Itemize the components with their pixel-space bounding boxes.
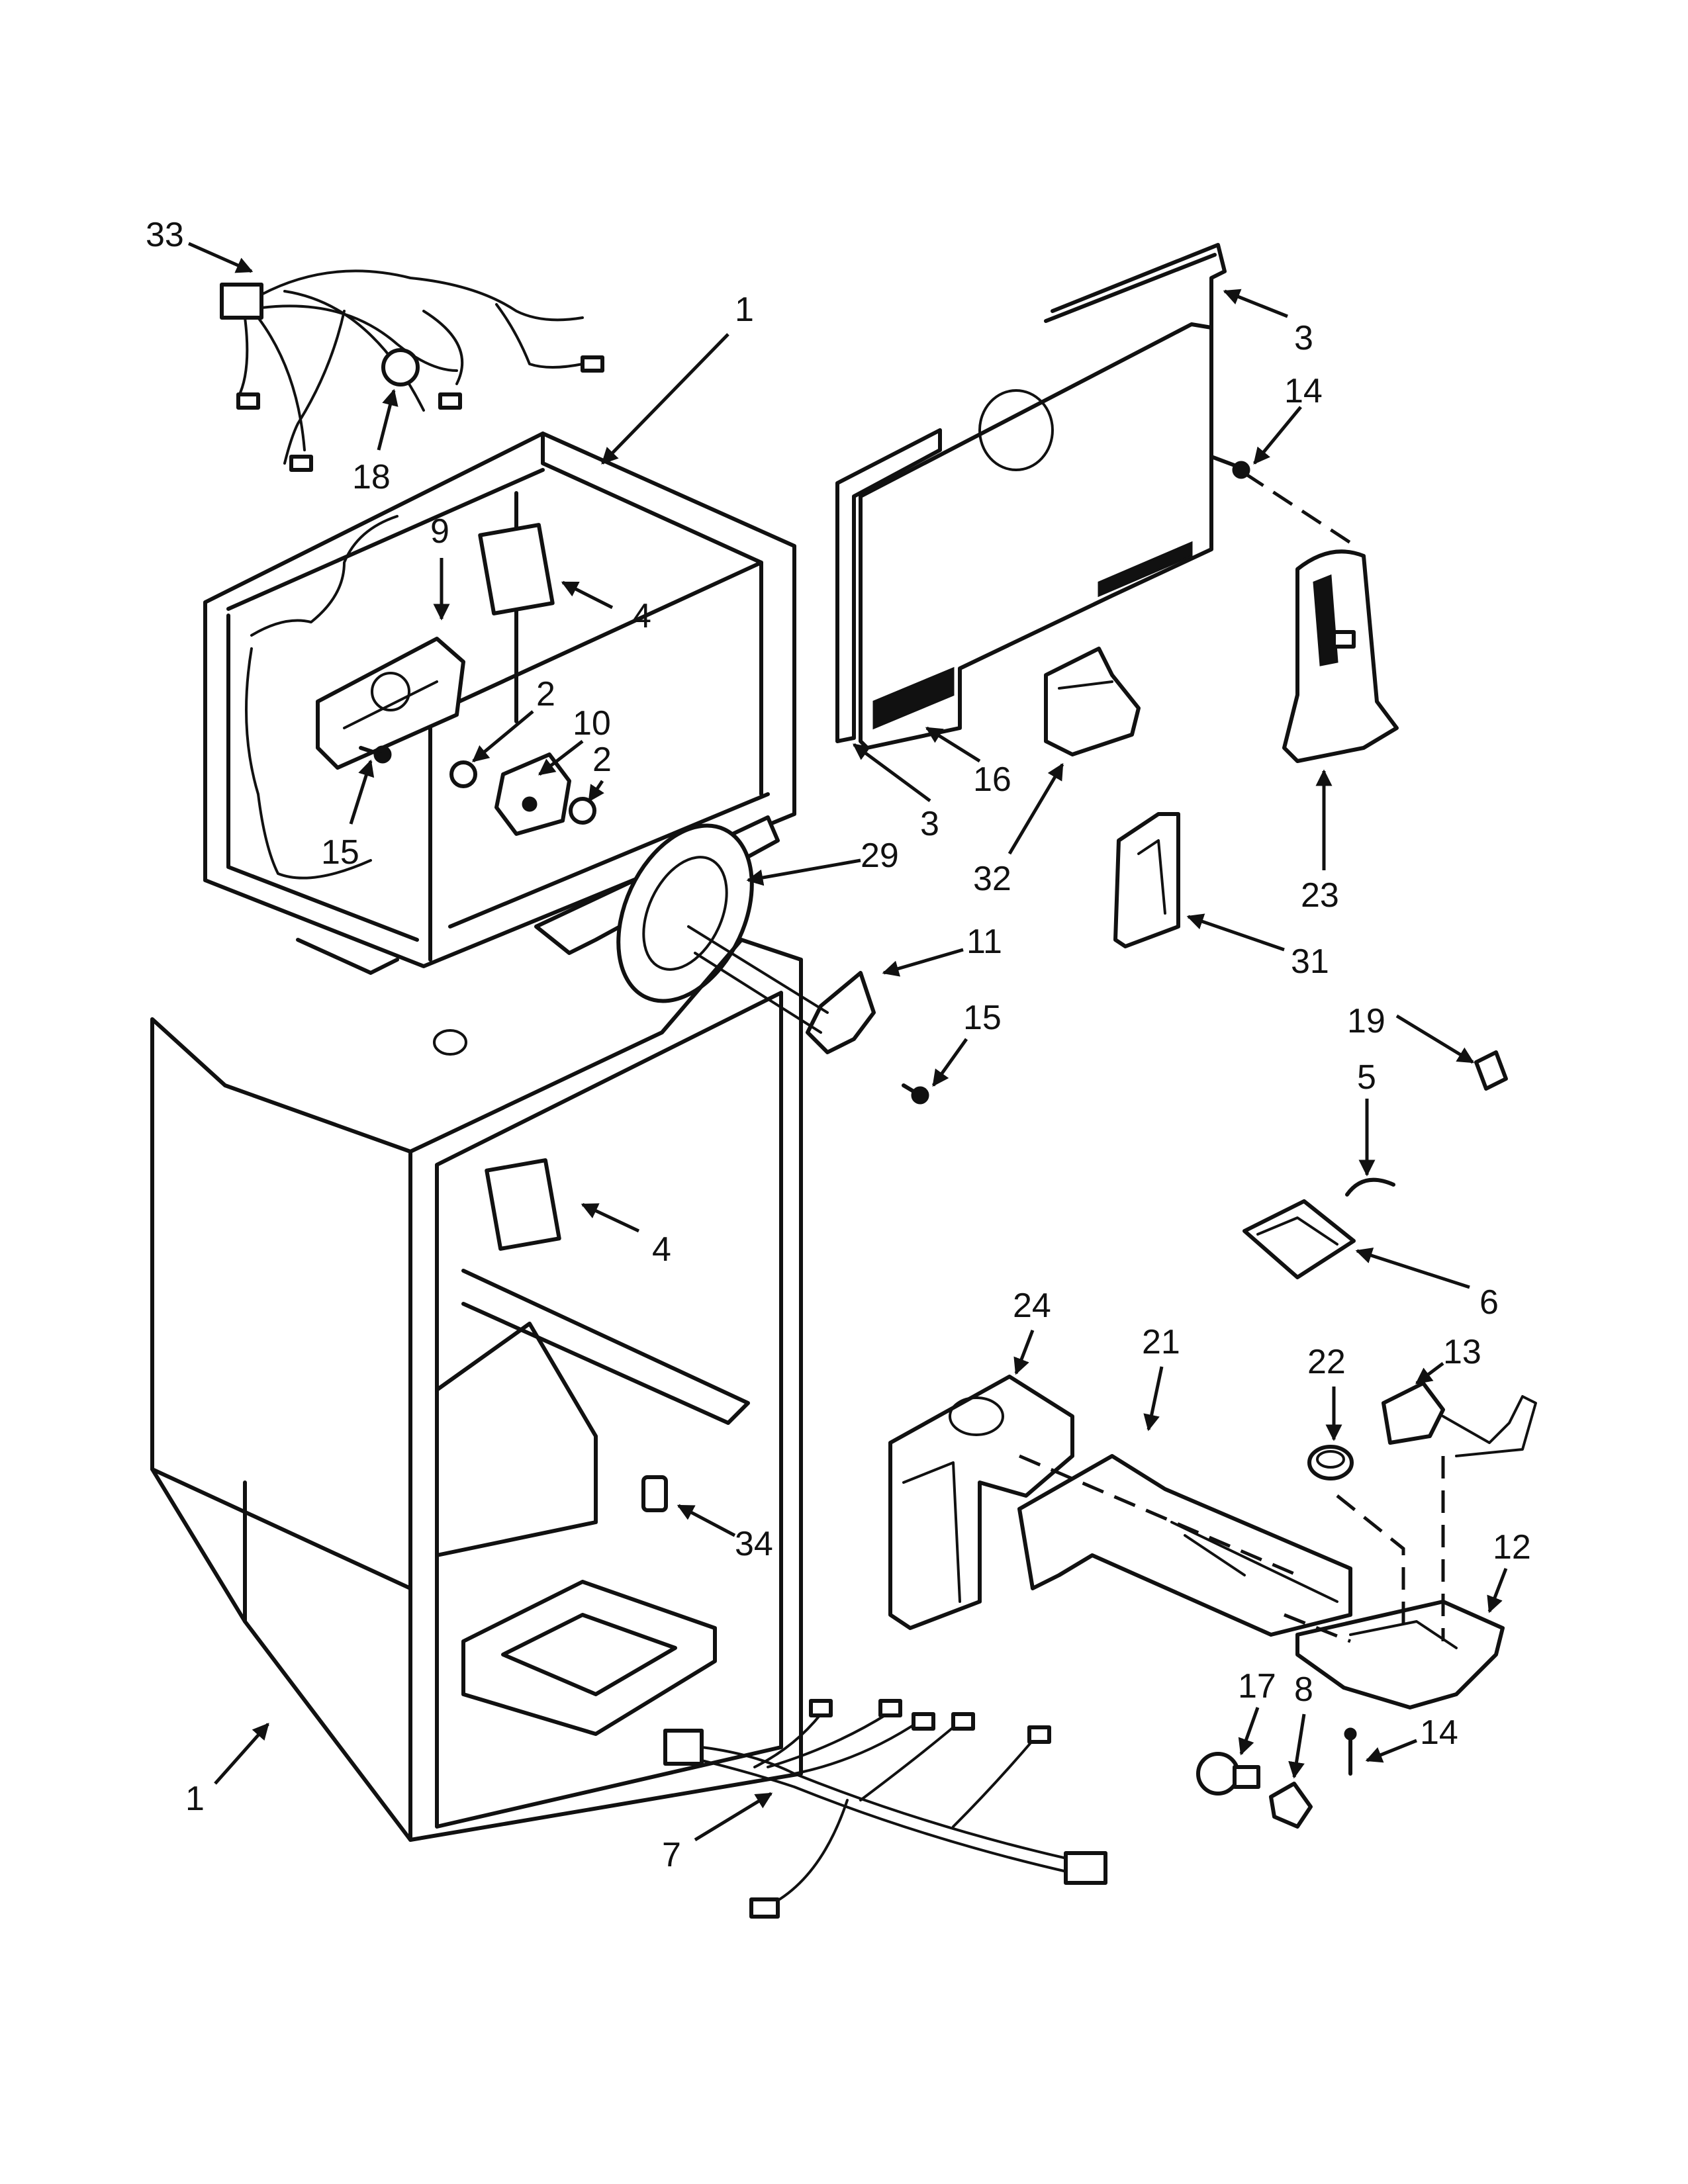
clip	[1345, 1177, 1395, 1197]
light-bulb	[1196, 1752, 1260, 1796]
callout-7: 7	[662, 1836, 681, 1874]
thermistor	[1474, 1050, 1508, 1091]
callout-1-lower: 1	[185, 1780, 205, 1818]
screw-14-lower	[1344, 1727, 1357, 1776]
callout-2-left: 2	[536, 675, 555, 713]
callout-9: 9	[430, 512, 449, 551]
screw-15-upper	[359, 745, 392, 764]
air-tower	[1282, 549, 1399, 763]
callout-10: 10	[573, 704, 611, 743]
light-socket-left	[449, 760, 477, 788]
callout-labels: 33 1 3 14 18 9 4 2 10 2 15 3 16 32 23 29…	[146, 216, 1531, 1874]
callout-16: 16	[973, 760, 1011, 799]
callout-11: 11	[966, 923, 1002, 961]
callout-31: 31	[1291, 942, 1329, 981]
callout-12: 12	[1493, 1528, 1531, 1567]
callout-24: 24	[1013, 1287, 1051, 1325]
callout-18: 18	[352, 458, 391, 496]
air-duct	[1044, 647, 1141, 756]
callout-22: 22	[1307, 1343, 1346, 1381]
control-housing	[1295, 1600, 1505, 1709]
callout-6: 6	[1479, 1283, 1499, 1322]
callout-19: 19	[1347, 1002, 1385, 1040]
grommet	[1307, 1445, 1354, 1480]
light-socket-right	[569, 797, 596, 825]
light-housing	[888, 1375, 1074, 1630]
screw-14-upper	[1209, 455, 1250, 479]
fan-blade	[687, 925, 876, 1054]
callout-34: 34	[735, 1525, 773, 1563]
control-cover	[1113, 812, 1180, 948]
screw-15-lower	[902, 1083, 929, 1105]
callout-5: 5	[1357, 1058, 1376, 1097]
callout-14-lower: 14	[1420, 1713, 1458, 1752]
wire-harness-lower	[663, 1699, 1107, 1919]
callout-29: 29	[861, 837, 899, 875]
callout-1-upper: 1	[735, 291, 754, 329]
fan-shroud	[534, 815, 780, 1003]
assembly-line-22-12	[1336, 1494, 1405, 1635]
callout-2-right: 2	[592, 741, 612, 779]
fresh-food-liner	[150, 938, 803, 1842]
callout-3-upper: 3	[1294, 319, 1313, 357]
callout-4-lower: 4	[652, 1230, 671, 1269]
callout-8: 8	[1294, 1670, 1313, 1709]
assembly-line-24-21	[1019, 1454, 1298, 1577]
control-board	[1243, 1199, 1356, 1279]
assembly-line-14-23	[1243, 471, 1352, 545]
light-shield	[1017, 1454, 1352, 1637]
callout-17: 17	[1238, 1667, 1276, 1706]
light-socket	[1269, 1782, 1313, 1829]
damper-assembly	[316, 637, 465, 770]
callout-21: 21	[1142, 1323, 1180, 1361]
wire-harness-upper	[220, 269, 604, 472]
leader-lines	[187, 242, 1508, 1842]
callout-23: 23	[1301, 876, 1339, 915]
callout-4-upper: 4	[632, 597, 651, 635]
callout-13: 13	[1443, 1333, 1481, 1371]
fan-motor	[494, 752, 571, 836]
callout-14-upper: 14	[1284, 372, 1323, 410]
callout-15-upper: 15	[321, 833, 359, 872]
thermostat	[1382, 1381, 1537, 1457]
callout-15-lower: 15	[963, 999, 1002, 1037]
evaporator-cover	[835, 243, 1227, 750]
callout-33: 33	[146, 216, 184, 254]
assembly-line-shield-12	[1284, 1613, 1351, 1643]
callout-3-lower: 3	[920, 805, 939, 843]
callout-32: 32	[973, 860, 1011, 898]
freezer-liner	[203, 432, 796, 968]
